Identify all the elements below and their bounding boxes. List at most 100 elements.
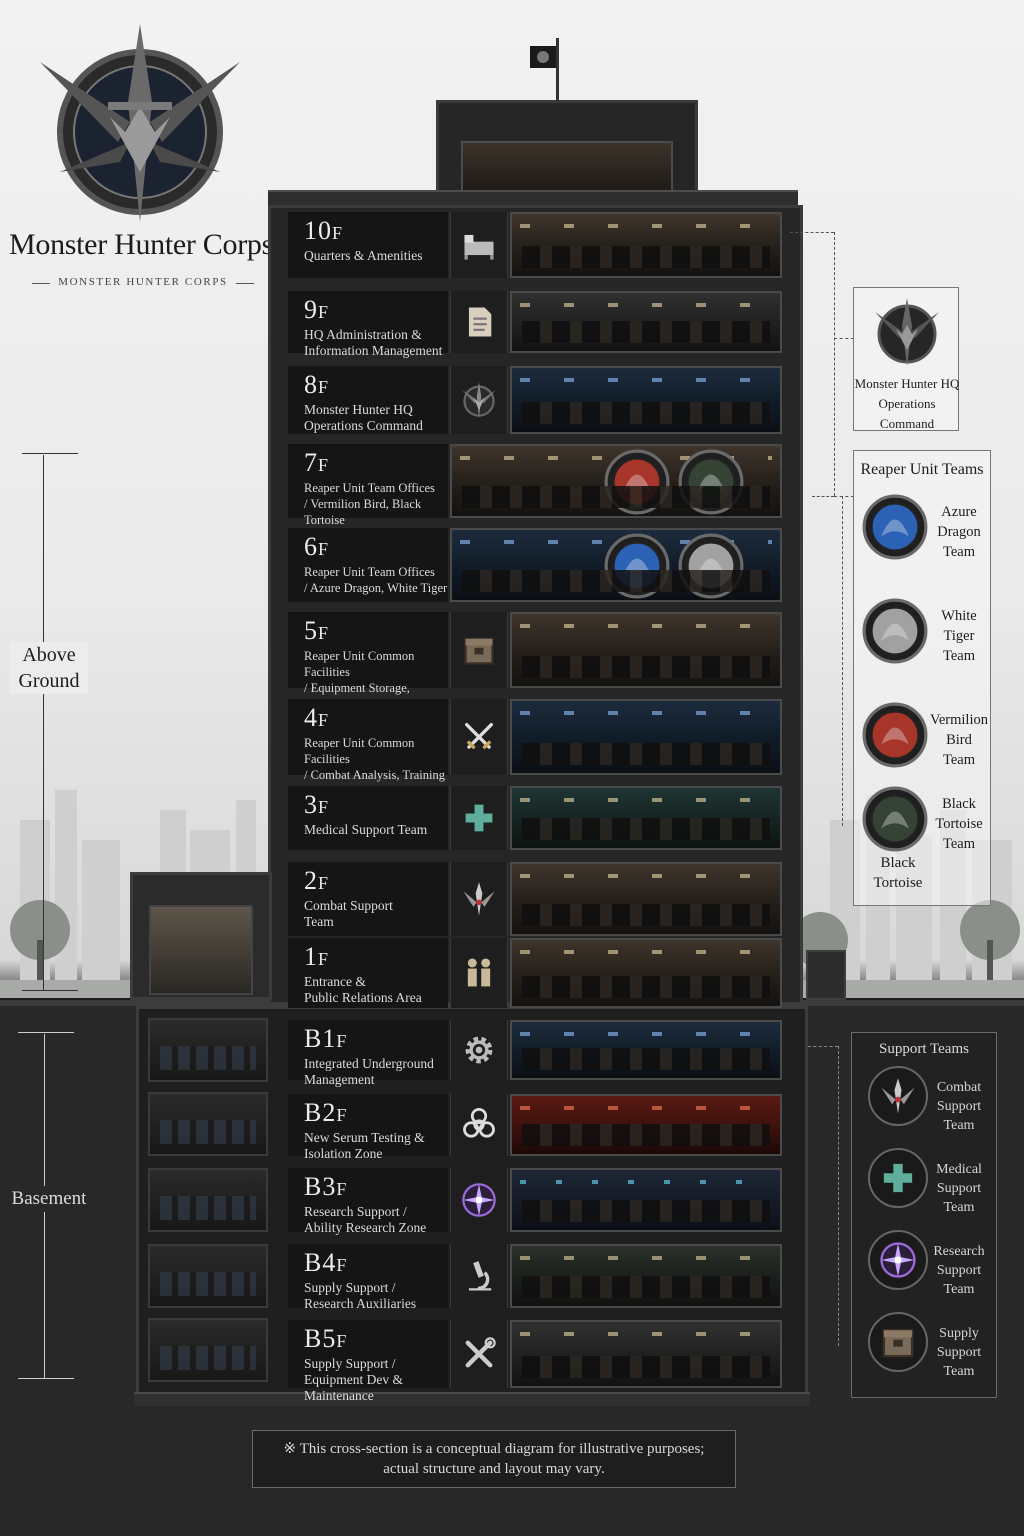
crate-icon (868, 1312, 928, 1372)
floor-room-view (510, 1020, 782, 1080)
floor-number-suffix: F (318, 949, 330, 969)
white-tiger-emblem-icon (862, 598, 928, 669)
floor-description: Supply Support / Equipment Dev & Mainten… (304, 1356, 403, 1403)
foundation-slab (134, 1392, 810, 1406)
page-subtitle: MONSTER HUNTER CORPS (32, 276, 254, 288)
floor-number-suffix: F (332, 223, 344, 243)
annex-entrance (149, 905, 253, 995)
floor-number: 10F (304, 216, 448, 248)
connector-line (790, 232, 834, 233)
dragon-crest-icon (40, 24, 240, 222)
vermilion-bird-emblem-icon (862, 702, 928, 773)
floor-number-value: B2 (304, 1098, 337, 1127)
document-icon (450, 291, 508, 353)
support-team-label: Supply Support Team (936, 1326, 982, 1379)
basement-left-room-4 (148, 1244, 268, 1308)
floor-number-value: 6 (304, 532, 318, 561)
basement-left-room-3 (148, 1168, 268, 1232)
connector-line (808, 1046, 838, 1047)
above-ground-label: Above Ground (10, 642, 88, 694)
floor-room-view (510, 1168, 782, 1232)
floor-description: Supply Support / Research Auxiliaries (304, 1280, 417, 1311)
reaper-team-label: Vermilion Bird Team (930, 712, 988, 768)
floor-room-view (510, 612, 782, 688)
floor-number: 6F (304, 532, 448, 564)
reaper-team-label: Black Tortoise Team (935, 796, 983, 852)
crossed-swords-icon (450, 699, 508, 775)
biohazard-icon (450, 1094, 508, 1156)
tools-icon (450, 1320, 508, 1388)
floor-number: 8F (304, 370, 448, 402)
azure-dragon-emblem-icon (604, 533, 670, 604)
floor-room-view (510, 699, 782, 775)
side-annex (806, 950, 846, 1000)
floor-number: 4F (304, 703, 448, 735)
floor-number: 1F (304, 942, 448, 974)
dragon-crest-icon (450, 366, 508, 434)
support-team-label: Research Support Team (933, 1244, 985, 1297)
floor-number: B2F (304, 1098, 448, 1130)
floor-room-view (510, 1244, 782, 1308)
floor-description: Combat Support Team (304, 898, 393, 929)
floor-description: Reaper Unit Common Facilities / Combat A… (304, 736, 445, 798)
floor-number-suffix: F (336, 1331, 348, 1351)
basement-left-room-1 (148, 1018, 268, 1082)
floor-b5f: B5F Supply Support / Equipment Dev & Main… (288, 1320, 782, 1403)
floor-number: 7F (304, 448, 448, 480)
floor-room-view (510, 366, 782, 434)
reaper-team-label: White Tiger Team (941, 608, 977, 664)
floor-number-suffix: F (336, 1105, 348, 1125)
black-tortoise-caption: Black Tortoise (873, 855, 923, 891)
team-emblem-pair (604, 449, 744, 520)
floor-number-suffix: F (318, 455, 330, 475)
floor-number-value: 5 (304, 616, 318, 645)
team-emblem-pair (604, 533, 744, 604)
basement-label: Basement (8, 1186, 90, 1212)
microscope-icon (450, 1244, 508, 1308)
floor-number-value: B4 (304, 1248, 337, 1277)
floor-number-value: B1 (304, 1024, 337, 1053)
reaper-team-label: Azure Dragon Team (937, 504, 981, 560)
bed-icon (450, 212, 508, 278)
basement-top-cap (18, 1032, 74, 1033)
floor-description: Medical Support Team (304, 822, 428, 837)
floor-number-suffix: F (336, 1255, 348, 1275)
floor-room-view (510, 938, 782, 1008)
floor-number: B4F (304, 1248, 448, 1280)
floor-room-view (510, 862, 782, 936)
flag-icon (530, 38, 559, 102)
floor-number-value: B5 (304, 1324, 337, 1353)
connector-line (834, 338, 854, 339)
floor-number: 9F (304, 295, 448, 327)
above-ground-top-cap (22, 453, 78, 454)
floor-number-value: B3 (304, 1172, 337, 1201)
floor-label: B5F Supply Support / Equipment Dev & Main… (288, 1320, 448, 1403)
connector-line (834, 232, 835, 496)
floor-room-view (450, 528, 782, 602)
floor-number-value: 10 (304, 216, 332, 245)
support-team-label: Combat Support Team (936, 1080, 982, 1133)
winged-spear-icon (868, 1066, 928, 1126)
floor-room-view (510, 1320, 782, 1388)
magic-sigil-icon (450, 1168, 508, 1232)
floor-number: 2F (304, 866, 448, 898)
floor-description: Research Support / Ability Research Zone (304, 1204, 427, 1235)
basement-left-room-5 (148, 1318, 268, 1382)
floor-description: Quarters & Amenities (304, 248, 423, 263)
